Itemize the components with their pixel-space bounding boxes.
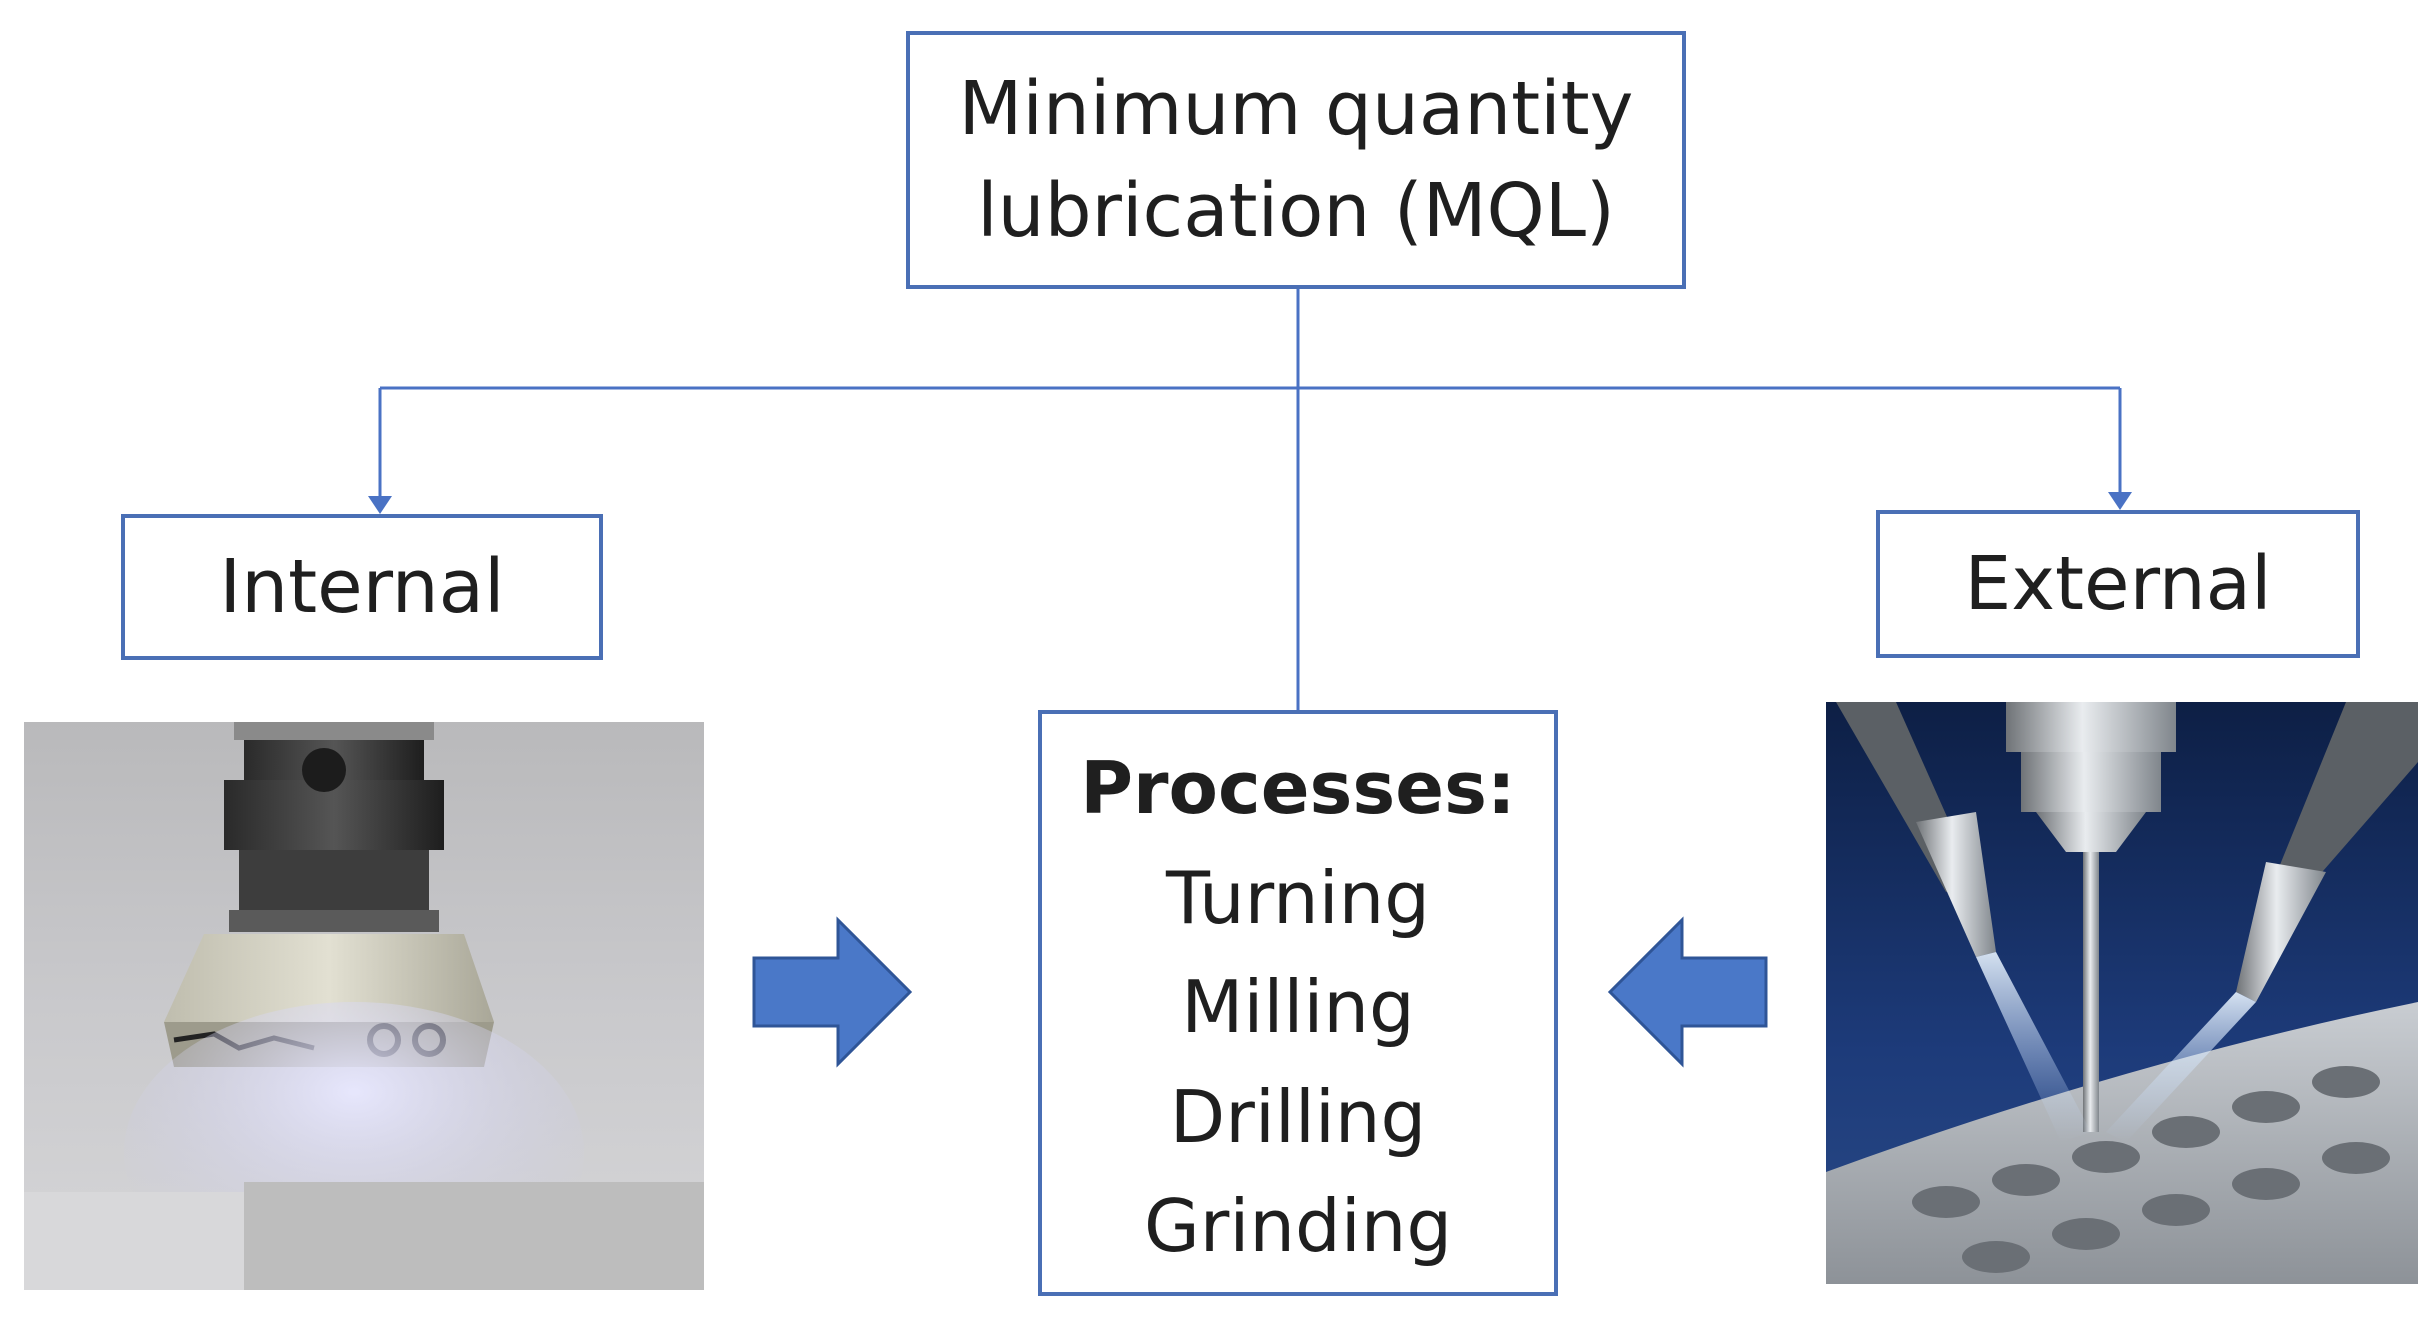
internal-box: Internal [121,514,603,660]
process-item-turning: Turning [1166,855,1430,940]
processes-heading: Processes: [1080,746,1516,831]
external-box: External [1876,510,2360,658]
internal-arrowhead [368,496,392,514]
process-item-milling: Milling [1181,965,1415,1050]
external-label: External [1964,541,2272,627]
mql-title-line1: Minimum quantity [958,65,1634,152]
mql-title-line2: lubrication (MQL) [977,168,1615,254]
processes-box: Processes: Turning Milling Drilling Grin… [1038,710,1558,1296]
internal-label: Internal [219,544,505,630]
external-arrowhead [2108,492,2132,510]
right-block-arrow [752,916,913,1068]
process-item-drilling: Drilling [1169,1074,1427,1159]
process-item-grinding: Grinding [1143,1184,1453,1269]
mql-root-box: Minimum quantity lubrication (MQL) [906,31,1686,289]
left-block-arrow [1607,916,1768,1068]
external-mql-photo [1826,702,2418,1284]
internal-mql-photo [24,722,704,1290]
